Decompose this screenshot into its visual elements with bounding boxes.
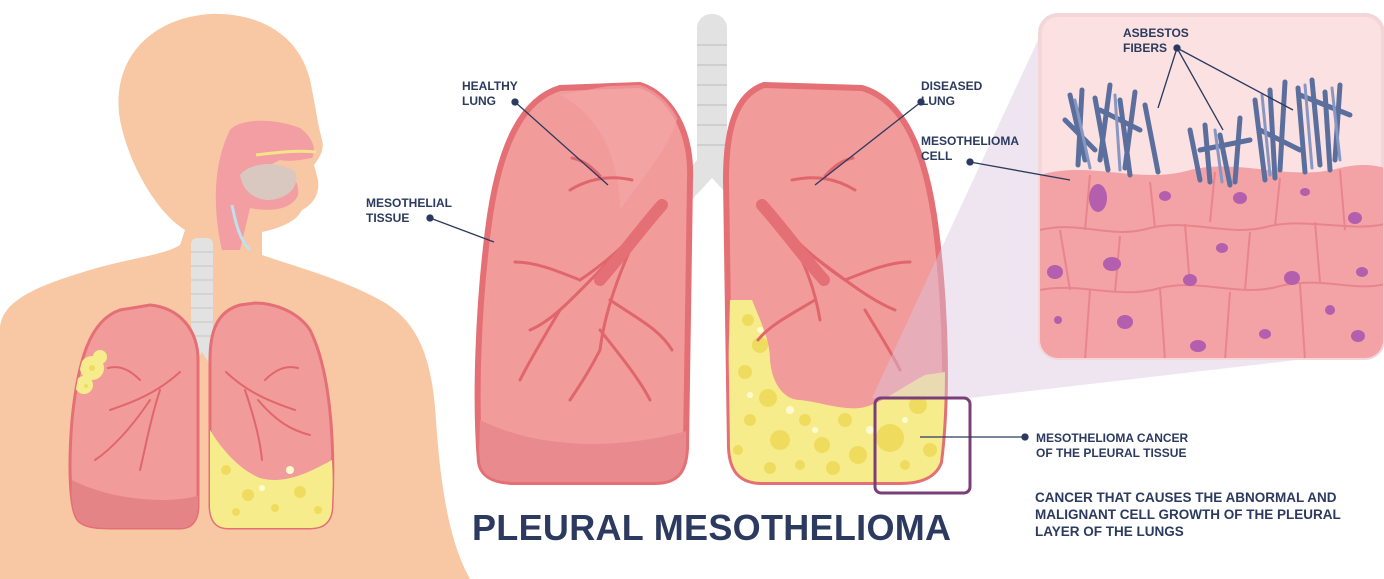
description: CANCER THAT CAUSES THE ABNORMAL AND MALI… — [1035, 489, 1341, 540]
human-body — [0, 14, 470, 579]
description-line1: CANCER THAT CAUSES THE ABNORMAL AND — [1035, 489, 1341, 506]
label-mesothelioma-cancer: MESOTHELIOMA CANCER OF THE PLEURAL TISSU… — [1036, 431, 1188, 461]
label-mesothelial-tissue-line2: TISSUE — [366, 211, 452, 226]
label-mesothelioma-cancer-line2: OF THE PLEURAL TISSUE — [1036, 446, 1188, 461]
label-healthy-lung-line1: HEALTHY — [462, 79, 518, 94]
label-asbestos-fibers-line1: ASBESTOS — [1123, 26, 1189, 41]
label-mesothelial-tissue: MESOTHELIAL TISSUE — [366, 196, 452, 226]
label-mesothelioma-cell-line1: MESOTHELIOMA — [921, 134, 1019, 149]
label-mesothelial-tissue-line1: MESOTHELIAL — [366, 196, 452, 211]
description-line3: LAYER OF THE LUNGS — [1035, 523, 1341, 540]
label-healthy-lung-line2: LUNG — [462, 94, 518, 109]
main-lungs — [478, 14, 950, 490]
label-healthy-lung: HEALTHY LUNG — [462, 79, 518, 109]
label-diseased-lung: DISEASED LUNG — [921, 79, 982, 109]
label-mesothelioma-cell-line2: CELL — [921, 149, 1019, 164]
label-diseased-lung-line2: LUNG — [921, 94, 982, 109]
label-mesothelioma-cell: MESOTHELIOMA CELL — [921, 134, 1019, 164]
label-asbestos-fibers: ASBESTOS FIBERS — [1123, 26, 1189, 56]
diagram-title: PLEURAL MESOTHELIOMA — [472, 506, 951, 550]
label-mesothelioma-cancer-line1: MESOTHELIOMA CANCER — [1036, 431, 1188, 446]
label-diseased-lung-line1: DISEASED — [921, 79, 982, 94]
label-asbestos-fibers-line2: FIBERS — [1123, 41, 1189, 56]
description-line2: MALIGNANT CELL GROWTH OF THE PLEURAL — [1035, 506, 1341, 523]
